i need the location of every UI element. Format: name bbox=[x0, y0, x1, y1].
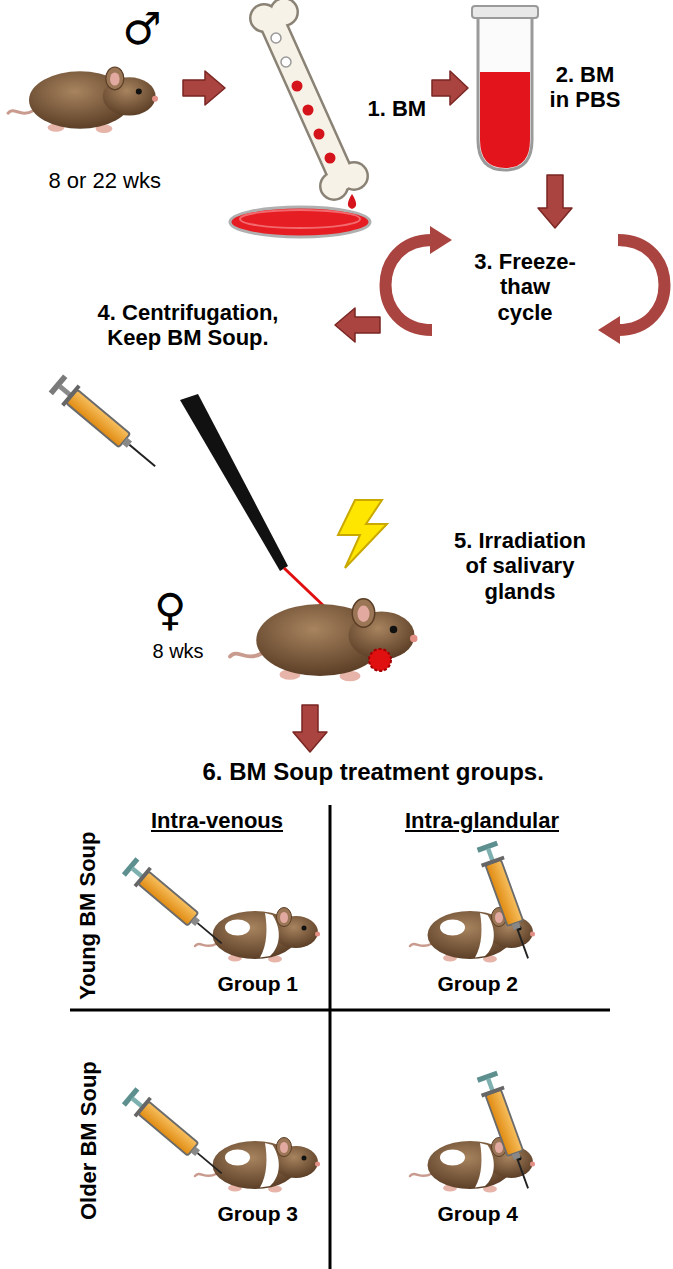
row-header: Young BM Soup bbox=[75, 831, 100, 999]
group-label: Group 4 bbox=[438, 1202, 519, 1226]
group-label: Group 2 bbox=[438, 972, 519, 996]
group-node: Group 2 bbox=[345, 840, 600, 1002]
recipient-step: ♀ 8 wks 5. Irradiation of salivary glands bbox=[145, 500, 630, 705]
step-label: 2. BM in PBS bbox=[545, 62, 625, 113]
step-node: 4. Centrifugation, Keep BM Soup. bbox=[40, 295, 335, 375]
bone bbox=[303, 105, 314, 116]
sex-symbol: ♂ bbox=[123, 4, 162, 55]
bone bbox=[314, 129, 325, 140]
cycle-arrows bbox=[618, 240, 665, 330]
group-mouse bbox=[195, 908, 320, 963]
recipient-mouse bbox=[230, 599, 418, 682]
bone bbox=[272, 22, 342, 178]
group-mouse bbox=[195, 1138, 320, 1193]
bone bbox=[272, 22, 342, 178]
group-node: Group 4 bbox=[345, 1070, 600, 1230]
donor-mouse bbox=[8, 67, 158, 133]
tube bbox=[478, 14, 532, 170]
syringe bbox=[475, 840, 539, 962]
cycle-arrows bbox=[598, 316, 620, 344]
syringe bbox=[121, 1086, 230, 1182]
group-node: Group 3 bbox=[125, 1070, 325, 1230]
group-label: Group 3 bbox=[218, 1202, 299, 1226]
column-header: Intra-glandular bbox=[405, 808, 559, 833]
petri-dish bbox=[230, 207, 370, 237]
step-node: 6. BM Soup treatment groups. bbox=[150, 752, 600, 800]
tube bbox=[472, 6, 538, 170]
divider bbox=[329, 805, 332, 1269]
step-label: 5. Irradiation of salivary glands bbox=[445, 528, 595, 604]
row-header: Older BM Soup bbox=[75, 1061, 100, 1220]
step-label: 1. BM bbox=[368, 96, 427, 121]
bone bbox=[271, 33, 281, 43]
sex-symbol: ♀ bbox=[154, 585, 186, 636]
step-label: 4. Centrifugation, Keep BM Soup. bbox=[73, 300, 303, 351]
cycle-arrows bbox=[386, 226, 665, 344]
gland-target bbox=[369, 649, 391, 671]
bone bbox=[249, 0, 369, 201]
column-header: Intra-venous bbox=[151, 808, 283, 833]
petri-dish bbox=[240, 210, 360, 228]
step-node: 3. Freeze-thaw cycle bbox=[380, 228, 670, 345]
bone bbox=[281, 57, 291, 67]
flow-arrow bbox=[335, 308, 380, 342]
divider bbox=[70, 1009, 610, 1012]
syringe bbox=[121, 856, 230, 952]
bone bbox=[325, 153, 336, 164]
syringe bbox=[475, 1070, 539, 1192]
flow-arrow bbox=[538, 175, 572, 228]
tube bbox=[472, 6, 538, 18]
bone bbox=[292, 81, 303, 92]
tube bbox=[480, 72, 530, 168]
step-node: 2. BM in PBS bbox=[468, 5, 640, 175]
irradiation-rod bbox=[180, 394, 288, 571]
step-label: 6. BM Soup treatment groups. bbox=[203, 758, 544, 786]
group-node: Group 1 bbox=[125, 840, 325, 1002]
syringe bbox=[48, 373, 164, 476]
age-label: 8 or 22 wks bbox=[49, 168, 162, 193]
flow-arrow bbox=[432, 71, 468, 105]
donor-step: ♂ 8 or 22 wks bbox=[5, 1, 183, 205]
step-node: 1. BM bbox=[225, 5, 432, 240]
flow-arrow bbox=[183, 71, 225, 105]
marrow-drop bbox=[348, 194, 356, 209]
lightning bbox=[338, 500, 387, 568]
group-label: Group 1 bbox=[218, 972, 299, 996]
cycle-arrows bbox=[430, 226, 452, 254]
step-label: 3. Freeze-thaw cycle bbox=[471, 249, 579, 325]
cycle-arrows bbox=[386, 240, 433, 330]
petri-dish bbox=[230, 207, 370, 237]
flow-arrow bbox=[293, 705, 327, 752]
age-label: 8 wks bbox=[153, 640, 204, 663]
